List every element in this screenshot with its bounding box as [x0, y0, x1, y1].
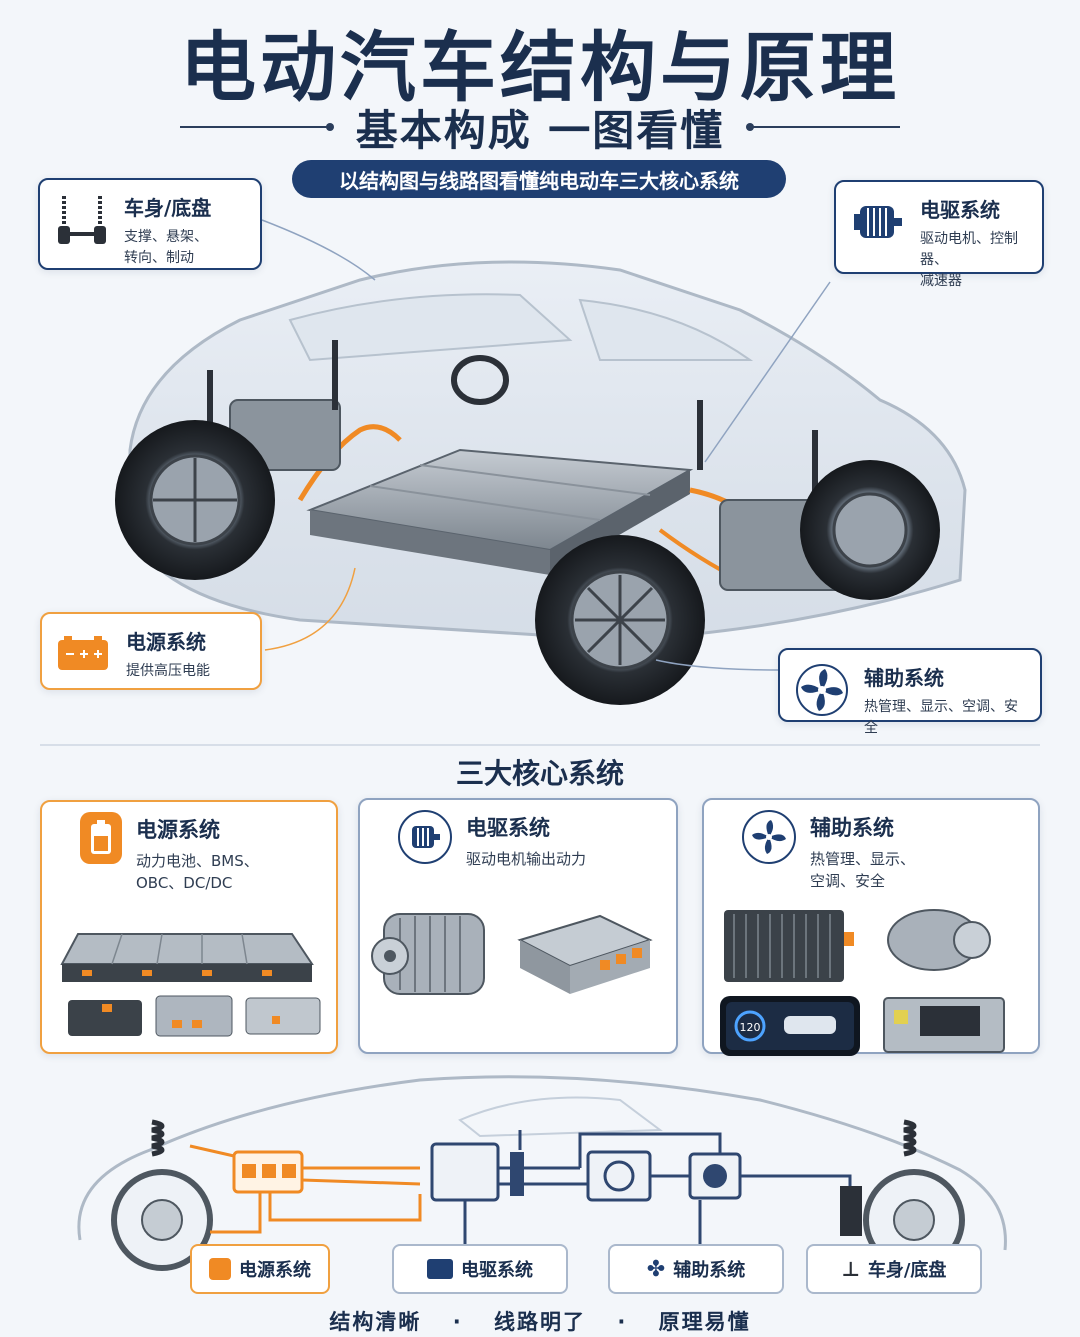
card-aux-desc2: 空调、安全 [810, 872, 886, 890]
tag-body-label: 车身/底盘 [867, 1260, 947, 1281]
card-aux-desc1: 热管理、显示、 [810, 850, 916, 868]
callout-aux: 辅助系统 热管理、显示、空调、安全 [778, 648, 1042, 736]
drive-components-illustration [371, 913, 653, 995]
motor-icon [427, 1259, 453, 1279]
intro-banner: 以结构图与线路图看懂纯电动车三大核心系统 [292, 160, 786, 198]
suspension-icon: ⊥ [841, 1257, 860, 1281]
motor-icon [846, 190, 910, 254]
page-title: 电动汽车结构与原理 [180, 23, 900, 112]
card-drive-title: 电驱系统 [466, 816, 550, 840]
tag-body: ⊥ 车身/底盘 [806, 1244, 982, 1294]
suspension-icon [50, 188, 114, 252]
bottom-shaft [840, 1186, 862, 1236]
footer-item-1: 结构清晰 [329, 1310, 422, 1334]
aux-components-illustration: 120 [720, 909, 1005, 1056]
callout-body-desc2: 转向、制动 [124, 250, 194, 266]
callout-drive-desc2: 减速器 [920, 273, 962, 289]
callout-drive: 电驱系统 驱动电机、控制器、 减速器 [834, 180, 1044, 289]
card-drive: 电驱系统 驱动电机输出动力 [358, 798, 678, 1054]
card-power-desc1: 动力电池、BMS、 [136, 852, 259, 870]
battery-icon [209, 1258, 231, 1280]
callout-aux-title: 辅助系统 [864, 666, 944, 690]
subtitle-rule-right [746, 123, 901, 131]
card-drive-desc1: 驱动电机输出动力 [466, 850, 587, 868]
battery-icon [80, 812, 122, 864]
section-title: 三大核心系统 [455, 757, 624, 790]
callout-body-title: 车身/底盘 [124, 196, 212, 220]
steering-wheel [451, 355, 509, 405]
fan-icon [790, 658, 854, 722]
callout-power-title: 电源系统 [126, 630, 206, 654]
card-power: 电源系统 动力电池、BMS、 OBC、DC/DC [40, 800, 338, 1054]
tag-power-label: 电源系统 [239, 1260, 311, 1281]
footer-sep-1: · [452, 1310, 463, 1334]
callout-body-chassis: 车身/底盘 支撑、悬架、 转向、制动 [38, 178, 262, 270]
battery-icon [52, 622, 116, 686]
car-outline [77, 1075, 1007, 1251]
bottom-controller [430, 1142, 500, 1202]
tag-aux-label: 辅助系统 [673, 1260, 746, 1281]
page-subtitle: 基本构成 一图看懂 [355, 105, 725, 155]
card-aux-title: 辅助系统 [810, 816, 894, 840]
footer-item-2: 线路明了 [494, 1310, 586, 1334]
bottom-motor [510, 1152, 524, 1196]
tag-drive-label: 电驱系统 [461, 1260, 533, 1281]
tag-aux: ✤ 辅助系统 [608, 1244, 784, 1294]
tag-drive: 电驱系统 [392, 1244, 568, 1294]
callout-aux-desc1: 热管理、显示、空调、安全 [864, 699, 1018, 736]
callout-drive-title: 电驱系统 [920, 198, 1000, 222]
bottom-radiator [586, 1150, 652, 1202]
tag-power: 电源系统 [190, 1244, 330, 1294]
footer: 结构清晰 · 线路明了 · 原理易懂 [0, 1306, 1080, 1336]
section-divider [40, 744, 1040, 746]
subtitle-rule-left [179, 123, 334, 131]
fan-icon [742, 810, 796, 864]
car-illustration [115, 219, 967, 705]
fan-icon: ✤ [646, 1256, 666, 1282]
footer-sep-2: · [617, 1310, 628, 1334]
power-components-illustration [60, 933, 321, 1037]
card-aux: 辅助系统 热管理、显示、 空调、安全 120 [702, 798, 1040, 1056]
card-power-title: 电源系统 [136, 818, 220, 842]
subtitle-row: 基本构成 一图看懂 [0, 102, 1080, 155]
footer-item-3: 原理易懂 [658, 1310, 751, 1334]
callout-power: 电源系统 提供高压电能 [40, 612, 262, 690]
wiring-diagram [77, 1075, 1007, 1271]
screen-speed: 120 [740, 1021, 761, 1034]
callout-drive-desc1: 驱动电机、控制器、 [920, 231, 1018, 268]
motor-icon [398, 810, 452, 864]
card-power-desc2: OBC、DC/DC [136, 874, 233, 892]
callout-power-desc1: 提供高压电能 [126, 663, 210, 679]
callout-body-desc1: 支撑、悬架、 [124, 229, 208, 245]
